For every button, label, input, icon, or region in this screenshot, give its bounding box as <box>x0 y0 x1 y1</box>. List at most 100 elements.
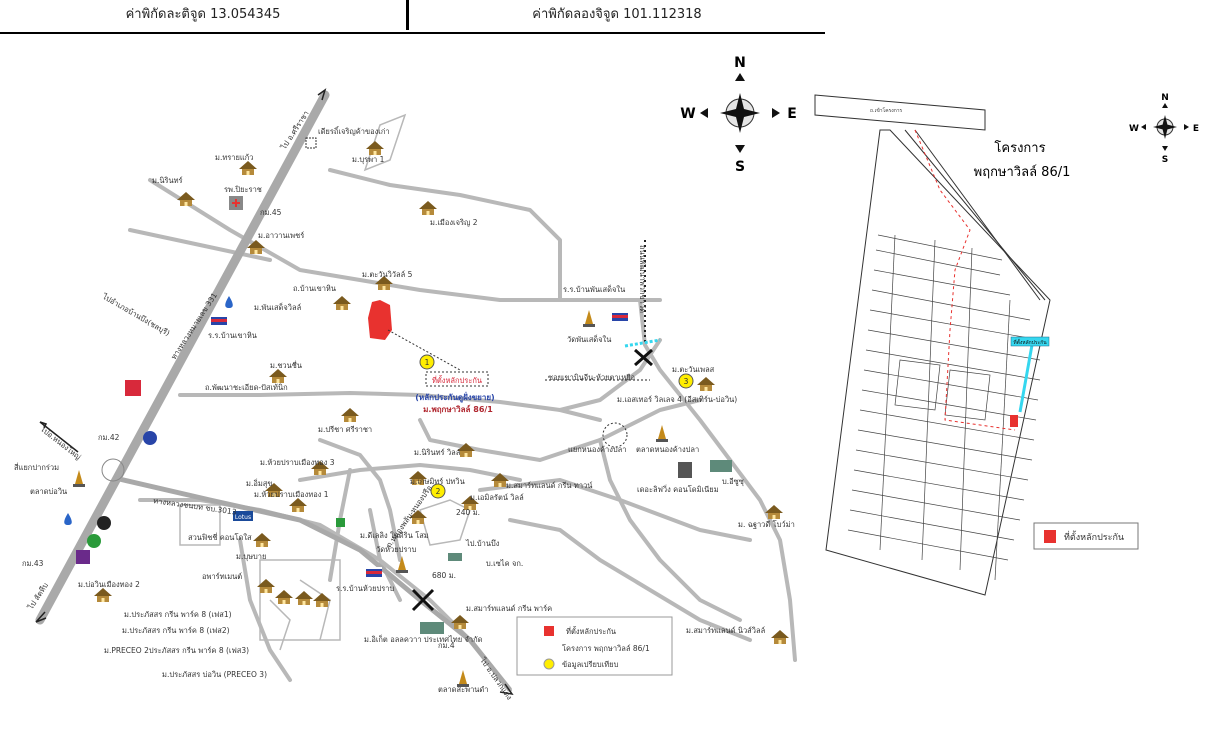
svg-text:1: 1 <box>425 358 430 367</box>
svg-text:ม.เอมิลรัตน์ วิลล์: ม.เอมิลรัตน์ วิลล์ <box>470 493 524 502</box>
junction-icon-1 <box>634 348 653 367</box>
svg-text:ตลาดสะพานดำ: ตลาดสะพานดำ <box>438 685 489 694</box>
svg-text:ม.ประภัสสร กรีน พาร์ค 8 (เฟส2): ม.ประภัสสร กรีน พาร์ค 8 (เฟส2) <box>122 626 230 635</box>
subject-label: ที่ตั้งหลักประกัน <box>432 375 482 385</box>
svg-text:ม.นิรินทร์ วิลล์: ม.นิรินทร์ วิลล์ <box>414 448 460 457</box>
svg-text:ม.สมาร์ทแลนด์ กรีน พาร์ค: ม.สมาร์ทแลนด์ กรีน พาร์ค <box>466 604 552 613</box>
shell-icon <box>97 516 111 530</box>
svg-text:บ.เซไค จก.: บ.เซไค จก. <box>486 559 523 568</box>
svg-text:E: E <box>787 106 797 122</box>
subject-project-label: ม.พฤกษาวิลล์ 86/1 <box>423 404 493 414</box>
svg-text:รพ.ปิยะราช: รพ.ปิยะราช <box>224 185 262 194</box>
junction-icon-2 <box>411 588 435 612</box>
svg-text:2: 2 <box>436 487 441 496</box>
svg-text:อพาร์ทเมนต์: อพาร์ทเมนต์ <box>202 572 242 581</box>
svg-text:ร.ร.บ้านห้วยปราบ: ร.ร.บ้านห้วยปราบ <box>336 584 394 593</box>
svg-text:N: N <box>1161 93 1169 103</box>
svg-text:S: S <box>1162 155 1168 165</box>
svg-text:ถนนพัฒนาพวกขาวัด: ถนนพัฒนาพวกขาวัด <box>638 245 647 313</box>
highway-331 <box>35 88 330 625</box>
plan-title: โครงการ <box>994 140 1045 156</box>
svg-text:ม.บ่อวินเมืองทอง 2: ม.บ่อวินเมืองทอง 2 <box>78 580 140 589</box>
longitude-label: ค่าพิกัดลองจิจูด 101.112318 <box>532 7 702 22</box>
plan-legend: ที่ตั้งหลักประกัน <box>1033 522 1139 550</box>
svg-text:ม.ตะวันเพลส: ม.ตะวันเพลส <box>672 365 715 374</box>
svg-text:สวนฟิชชี่ คอนโดใส: สวนฟิชชี่ คอนโดใส <box>188 532 252 542</box>
svg-text:แยกหนองค้างปลา: แยกหนองค้างปลา <box>568 445 626 454</box>
svg-text:ที่ตั้งหลักประกัน: ที่ตั้งหลักประกัน <box>1064 530 1124 543</box>
legend-subject-label: ที่ตั้งหลักประกัน <box>566 626 616 636</box>
subject-parcel <box>368 300 392 340</box>
svg-text:ไป อ.ปลวกแดง: ไป อ.ปลวกแดง <box>478 655 514 702</box>
svg-text:ร.ร.บ้านเขาหิน: ร.ร.บ้านเขาหิน <box>208 331 257 340</box>
svg-text:สี่แยกปากร่วม: สี่แยกปากร่วม <box>14 462 60 472</box>
svg-text:Lotus: Lotus <box>235 514 251 521</box>
svg-text:ม.ทรายแก้ว: ม.ทรายแก้ว <box>215 153 254 162</box>
svg-text:ม.ประภัสสร กรีน พาร์ค 8 (เฟส1): ม.ประภัสสร กรีน พาร์ค 8 (เฟส1) <box>124 610 232 619</box>
svg-text:กม.42: กม.42 <box>98 433 120 442</box>
svg-text:ถ.เข้าโครงการ: ถ.เข้าโครงการ <box>870 107 903 114</box>
factory-isuzu-icon <box>710 460 732 472</box>
legend-project-label: โครงการ พฤกษาวิลล์ 86/1 <box>562 644 650 653</box>
svg-text:W: W <box>680 106 695 122</box>
svg-text:ถ.พัฒนาชะเอียด-ปัสเท้นิก: ถ.พัฒนาชะเอียด-ปัสเท้นิก <box>205 383 288 392</box>
svg-text:ไปอำเภอบ้านบึง(ชลบุรี): ไปอำเภอบ้านบึง(ชลบุรี) <box>100 291 171 337</box>
svg-text:ไปอ.หนองใหญ่: ไปอ.หนองใหญ่ <box>38 424 83 462</box>
latitude-label: ค่าพิกัดละติจูด 13.054345 <box>0 0 409 30</box>
svg-text:ม.อิ่มสุข: ม.อิ่มสุข <box>246 478 272 488</box>
svg-text:กม.45: กม.45 <box>260 208 282 217</box>
road-3013 <box>114 475 514 696</box>
plan-subtitle: พฤกษาวิลล์ 86/1 <box>974 164 1071 180</box>
svg-text:S: S <box>735 159 745 175</box>
site-plan: ถ.เข้าโครงการ ที่ตั้งหลักประกัน <box>814 94 1051 596</box>
svg-text:ม.อาวานเพชร์: ม.อาวานเพชร์ <box>258 231 304 240</box>
legend-subject-swatch <box>544 626 554 636</box>
svg-text:ม.ชวนชื่น: ม.ชวนชื่น <box>270 360 302 370</box>
svg-text:W: W <box>1129 124 1139 134</box>
svg-text:ม.ห้วยปราบเมืองทอง 3: ม.ห้วยปราบเมืองทอง 3 <box>260 458 335 467</box>
compare-marker-2: 2 <box>430 483 446 499</box>
bank-scb-icon <box>76 550 90 564</box>
svg-text:ทางหลวงหมายเลข 331: ทางหลวงหมายเลข 331 <box>169 291 219 361</box>
bank-icon <box>143 431 157 445</box>
svg-text:ม.สมาร์ทแลนด์ กรีน ทาวน์: ม.สมาร์ทแลนด์ กรีน ทาวน์ <box>506 481 593 490</box>
svg-text:เดียรถิ์เจริญค้าของเก่า: เดียรถิ์เจริญค้าของเก่า <box>318 126 390 136</box>
gas-station-icon <box>125 380 141 396</box>
market-bowin-icon <box>73 470 85 487</box>
lotus-icon <box>233 511 253 521</box>
svg-text:ม.ตะวันวิวัลล์ 5: ม.ตะวันวิวัลล์ 5 <box>362 270 413 279</box>
map-labels: ไป อ.ศรีราชา ทางหลวงหมายเลข 331 ไป สัตหี… <box>14 109 795 702</box>
fuel-drop-icon <box>225 296 233 308</box>
svg-text:กม.43: กม.43 <box>22 559 44 568</box>
svg-text:วัดพันเสด็จใน: วัดพันเสด็จใน <box>567 334 611 344</box>
svg-text:ม.ประภัสสร บ่อวิน (PRECEO 3): ม.ประภัสสร บ่อวิน (PRECEO 3) <box>162 670 267 679</box>
school-khao-hin-icon <box>211 315 227 325</box>
compass-rose-small: N S E W <box>1129 93 1199 165</box>
factory-ikea-icon <box>420 622 444 634</box>
legend-compare-swatch <box>543 658 555 670</box>
svg-text:ม.เกษมิทร์ ปทวิน: ม.เกษมิทร์ ปทวิน <box>410 477 465 486</box>
condo-icon <box>678 462 692 478</box>
coordinate-header: ค่าพิกัดละติจูด 13.054345 ค่าพิกัดลองจิจ… <box>0 0 825 34</box>
svg-text:วัดห้วยปราบ: วัดห้วยปราบ <box>376 545 417 554</box>
school-huaypra-icon <box>366 567 382 577</box>
svg-text:ไป.บ้านบึง: ไป.บ้านบึง <box>465 539 500 548</box>
plan-subject-lot <box>1010 415 1018 427</box>
legend-compare-label: ข้อมูลเปรียบเทียบ <box>562 660 619 669</box>
svg-text:ม.PRECEO 2ประภัสสร กรีน พาร์ค: ม.PRECEO 2ประภัสสร กรีน พาร์ค 8 (เฟส3) <box>104 646 249 655</box>
compass-rose-main: N S E W <box>680 55 797 175</box>
svg-text:680 ม.: 680 ม. <box>432 571 456 580</box>
svg-text:บ.อีซูซุ: บ.อีซูซุ <box>722 477 744 486</box>
svg-text:3: 3 <box>684 377 689 386</box>
svg-text:240 ม.: 240 ม. <box>456 508 480 517</box>
svg-text:ม.เอสเทอร์ วิลเลจ 4 (อีสเทิร์น: ม.เอสเทอร์ วิลเลจ 4 (อีสเทิร์น-บ่อวิน) <box>617 395 737 404</box>
svg-text:ซอยเขาบินจีน-ห้วยตาเหยือ: ซอยเขาบินจีน-ห้วยตาเหยือ <box>548 373 635 382</box>
fuel-drop-icon-2 <box>64 513 72 525</box>
svg-text:ตลาดหนองค้างปลา: ตลาดหนองค้างปลา <box>636 445 699 454</box>
svg-text:ม.บุษบาย: ม.บุษบาย <box>236 552 266 561</box>
svg-text:เดอะลิฟวิ่ง คอนโดมิเนียม: เดอะลิฟวิ่ง คอนโดมิเนียม <box>637 484 719 494</box>
market-nong-icon <box>656 425 668 442</box>
svg-text:ตลาดบ่อวิน: ตลาดบ่อวิน <box>30 487 67 496</box>
svg-text:ม.บุรพา 1: ม.บุรพา 1 <box>352 155 385 164</box>
